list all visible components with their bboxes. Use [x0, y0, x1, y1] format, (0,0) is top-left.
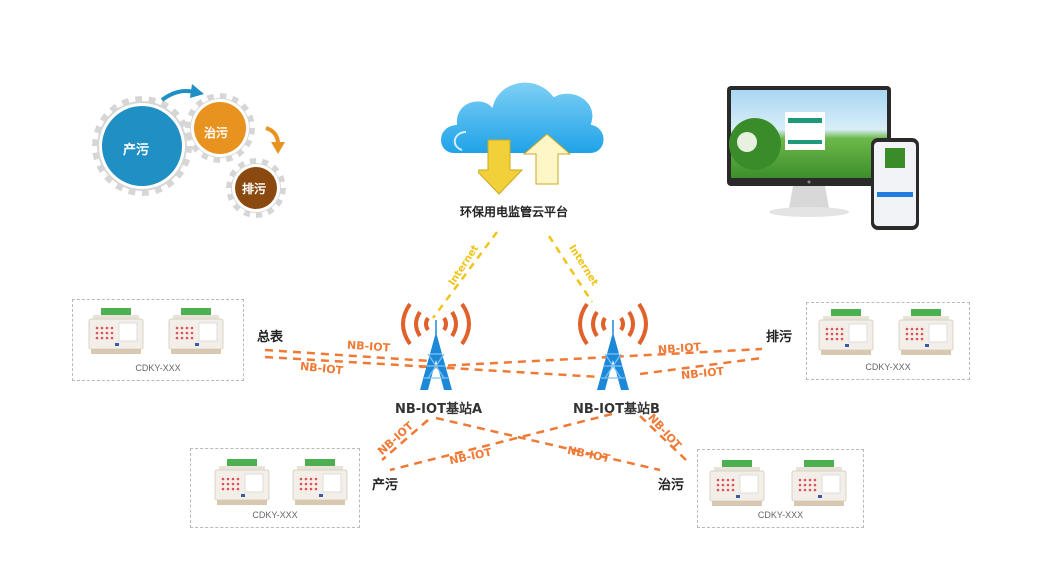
- device-group-treat: CDKY-XXX: [697, 449, 864, 528]
- internet-link-a: [431, 231, 499, 319]
- nbiot-link-b-produce: [389, 412, 613, 472]
- signal-wave-icon: [578, 302, 589, 346]
- meter-device-icon: [291, 459, 349, 505]
- gear-produce: [102, 106, 182, 186]
- nbiot-link-a-discharge: [419, 347, 763, 369]
- signal-wave-icon: [414, 310, 422, 338]
- site-label-discharge: 排污: [766, 330, 793, 345]
- meter-device-icon: [167, 308, 225, 354]
- nbiot-link-a-treat: [435, 416, 661, 472]
- sync-arrows-icon: [478, 134, 572, 195]
- device-model-label: CDKY-XXX: [865, 362, 911, 372]
- nbiot-link-a-produce: [381, 419, 429, 461]
- tower-body: [597, 332, 629, 390]
- station-label-b: NB-IOT基站B: [573, 402, 660, 417]
- site-label-produce: 产污: [372, 478, 399, 493]
- signal-wave-icon: [424, 316, 430, 332]
- nbiot-link-b-discharge: [639, 356, 763, 376]
- platform-label: 环保用电监管云平台: [460, 205, 569, 219]
- gear-discharge: [235, 167, 277, 209]
- gear-label-produce: 产污: [123, 143, 150, 158]
- device-model-label: CDKY-XXX: [252, 510, 298, 520]
- monitor-phone-icon: [727, 86, 919, 230]
- tower-icon-a: [401, 302, 471, 390]
- process-gears: [92, 84, 286, 218]
- signal-wave-icon: [627, 310, 635, 338]
- signal-wave-icon: [637, 302, 648, 346]
- signal-wave-icon: [442, 316, 448, 332]
- internet-link-b: [547, 235, 594, 303]
- cycle-arrow-icon: [265, 126, 280, 145]
- tower-body: [420, 332, 452, 390]
- meter-device-icon: [790, 460, 848, 506]
- meter-device-icon: [817, 309, 875, 355]
- signal-wave-icon: [619, 316, 625, 332]
- site-label-treat: 治污: [658, 478, 685, 493]
- tower-icon-b: [578, 302, 648, 390]
- signal-wave-icon: [601, 316, 607, 332]
- nbiot-link-b-treat: [639, 415, 687, 461]
- site-label-total: 总表: [257, 330, 284, 345]
- signal-wave-icon: [450, 310, 458, 338]
- device-group-produce: CDKY-XXX: [190, 448, 360, 528]
- cloud-icon: [439, 80, 606, 155]
- device-model-label: CDKY-XXX: [135, 363, 181, 373]
- arrowhead-icon: [190, 84, 204, 98]
- signal-wave-icon: [401, 302, 412, 346]
- device-group-total: CDKY-XXX: [72, 299, 244, 381]
- device-group-discharge: CDKY-XXX: [806, 302, 970, 380]
- gear-label-discharge: 排污: [242, 182, 267, 196]
- meter-device-icon: [708, 460, 766, 506]
- meter-device-icon: [213, 459, 271, 505]
- signal-wave-icon: [460, 302, 471, 346]
- cycle-arrow-icon: [160, 89, 195, 102]
- gear-label-treat: 治污: [204, 126, 229, 140]
- gear-treat: [194, 102, 246, 154]
- station-label-a: NB-IOT基站A: [395, 402, 483, 417]
- device-model-label: CDKY-XXX: [757, 510, 804, 520]
- meter-device-icon: [87, 308, 145, 354]
- signal-wave-icon: [591, 310, 599, 338]
- arrowhead-icon: [271, 142, 285, 154]
- meter-device-icon: [897, 309, 955, 355]
